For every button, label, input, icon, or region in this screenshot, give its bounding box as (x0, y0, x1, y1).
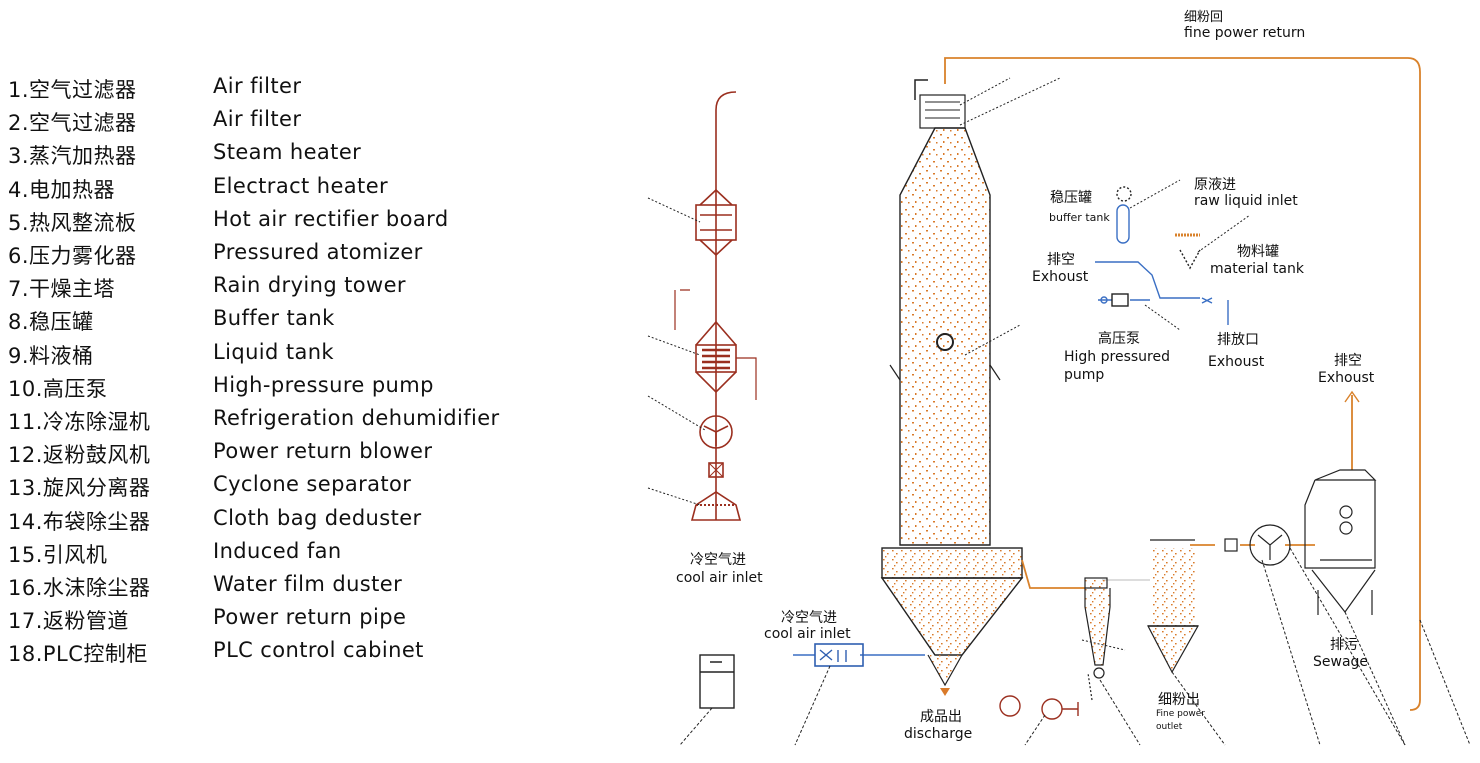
dehumidifier-blower (999, 695, 1079, 720)
drying-tower (880, 79, 1024, 696)
exhaust-top-en: Exhoust (1318, 370, 1375, 386)
legend-item-en: Liquid tank (213, 339, 334, 364)
buffer-tank-en: buffer tank (1049, 211, 1110, 224)
fine-outlet-en-1: Fine power (1156, 709, 1205, 719)
leader-lines-bottom (679, 547, 1471, 746)
cool-air-1-en: cool air inlet (676, 570, 763, 586)
legend-item-zh: 4.电加热器 (8, 177, 116, 202)
legend-item-zh: 2.空气过滤器 (8, 111, 137, 136)
liquid-feed-system (793, 186, 1229, 667)
legend-item-zh: 5.热风整流板 (8, 210, 137, 235)
legend-item-zh: 7.干燥主塔 (8, 277, 116, 302)
sewage-zh: 排污 (1330, 637, 1358, 653)
cool-air-2-zh: 冷空气进 (781, 610, 837, 626)
material-tank-en: material tank (1210, 261, 1304, 277)
sewage-en: Sewage (1313, 654, 1369, 670)
legend-item-zh: 17.返粉管道 (8, 609, 129, 634)
legend-item-zh: 12.返粉鼓风机 (8, 443, 151, 468)
raw-inlet-en: raw liquid inlet (1194, 193, 1298, 209)
raw-inlet-zh: 原液进 (1194, 177, 1236, 193)
exhaust-en: Exhoust (1032, 269, 1089, 285)
legend-item-zh: 15.引风机 (8, 542, 108, 567)
legend-item-en: Pressured atomizer (213, 240, 423, 264)
exhaust-top-zh: 排空 (1334, 353, 1362, 369)
pump-zh: 高压泵 (1098, 331, 1140, 347)
legend-item-en: Power return pipe (213, 605, 407, 630)
legend-item-en: PLC control cabinet (213, 638, 424, 663)
legend-item-en: High-pressure pump (213, 372, 434, 397)
buffer-tank-zh: 稳压罐 (1050, 190, 1092, 206)
legend-item-zh: 10.高压泵 (8, 376, 108, 401)
legend-item-en: Induced fan (213, 538, 342, 563)
discharge-en: discharge (904, 726, 973, 742)
pump-en-2: pump (1064, 367, 1105, 383)
legend-item-en: Cyclone separator (213, 472, 412, 497)
legend-item-en: Water film duster (213, 572, 403, 596)
legend-item-zh: 9.料液桶 (8, 343, 94, 368)
water-film-duster (1304, 469, 1377, 615)
legend-item-en: Buffer tank (213, 306, 335, 331)
fine-outlet-zh: 细粉出 (1158, 692, 1200, 708)
legend-item-zh: 6.压力雾化器 (8, 244, 137, 268)
cyclone-separator (1084, 577, 1111, 701)
discharge-zh: 成品出 (920, 709, 962, 725)
material-tank-zh: 物料罐 (1237, 244, 1279, 260)
leader-lines-feed (1129, 179, 1251, 331)
legend-item-en: Rain drying tower (213, 273, 406, 298)
legend-item-zh: 3.蒸汽加热器 (8, 144, 137, 169)
cool-air-1-zh: 冷空气进 (690, 552, 746, 568)
fine-outlet-en-2: outlet (1156, 722, 1183, 732)
legend-item-en: Power return blower (213, 439, 433, 464)
bag-deduster (1147, 539, 1200, 674)
legend-item-zh: 8.稳压罐 (8, 310, 94, 335)
pump-en-1: High pressured (1064, 349, 1170, 365)
legend-item-zh: 16.水沫除尘器 (8, 576, 151, 600)
drain-en: Exhoust (1208, 354, 1265, 370)
fine-return-zh: 细粉回 (1184, 10, 1224, 25)
legend-item-en: Hot air rectifier board (213, 206, 449, 231)
fine-return-en: fine power return (1184, 25, 1306, 41)
exhaust-zh: 排空 (1047, 252, 1075, 268)
legend-item-zh: 14.布袋除尘器 (8, 509, 151, 534)
drain-zh: 排放口 (1217, 332, 1259, 348)
legend-item-en: Cloth bag deduster (213, 505, 422, 530)
legend-item-zh: 1.空气过滤器 (8, 78, 137, 102)
legend-item-en: Refrigeration dehumidifier (213, 406, 500, 430)
legend-item-zh: 18.PLC控制柜 (8, 642, 148, 667)
air-inlet-train (674, 91, 757, 521)
plc-cabinet (699, 654, 735, 709)
legend-item-zh: 11.冷冻除湿机 (8, 410, 151, 434)
leader-lines-main (959, 77, 1126, 651)
leader-lines-left (647, 197, 706, 506)
legend-item-zh: 13.旋风分离器 (8, 476, 151, 501)
legend-item-en: Air filter (213, 74, 302, 98)
cool-air-2-en: cool air inlet (764, 626, 851, 642)
legend-item-en: Electract heater (213, 173, 389, 198)
legend-item-en: Air filter (213, 107, 302, 132)
legend-item-en: Steam heater (213, 140, 362, 165)
induced-fan (1224, 524, 1291, 566)
